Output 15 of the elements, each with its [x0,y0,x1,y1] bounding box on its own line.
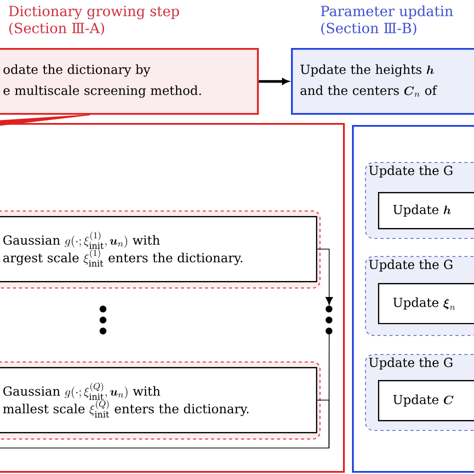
zoom-wedge [0,114,90,126]
frame-box [352,125,474,473]
step-box: $\text{Update }\boldsymbol{\xi}_n$ [378,283,474,324]
step-box: $\text{Update }\boldsymbol{C}$ [378,380,474,422]
frame-box [0,123,345,473]
process-box: $\begin{array}{@{}l@{}}\text{Update the heights }\boldsymbol{h}\\[6pt]\text{and the centers }\boldsymbol{C}_n\text{ of}\end{array}$ [291,48,474,115]
connector-arrow [316,248,333,305]
step-box: $\begin{array}{@{}l@{}}\text{Gaussian }g(\cdot;\xi_{\mathrm{init}}^{(1)},\boldsymbol{u}_n)\text{ with}\\\text{argest scale }\xi_{\mathrm{init}}^{(1)}\text{ enters the dictionary.}\end{array}$ [0,216,318,282]
step-heading: $\begin{array}{@{}l@{}}\text{Dictionary growing step}\\\text{(Section Ⅲ-A)}\end{array}$ [8,6,180,36]
step-box: $\begin{array}{@{}l@{}}\text{Gaussian }g(\cdot;\xi_{\mathrm{init}}^{(Q)},\boldsymbol{u}_n)\text{ with}\\\text{mallest scale }\xi_{\mathrm{init}}^{(Q)}\text{ enters the dictionary.}\end{array}$ [0,367,318,434]
step-box: $\text{Update }\boldsymbol{h}$ [378,192,474,230]
process-box: $\begin{array}{@{}l@{}}\text{odate the dictionary by}\\[6pt]\text{e multiscale screening method.}\end{array}$ [0,48,259,115]
step-heading: $\begin{array}{@{}l@{}}\text{Parameter updatin}\\\text{(Section Ⅲ-B)}\end{array}$ [320,5,453,36]
ellipsis-dots [326,306,332,334]
connector-arrow [258,78,289,85]
